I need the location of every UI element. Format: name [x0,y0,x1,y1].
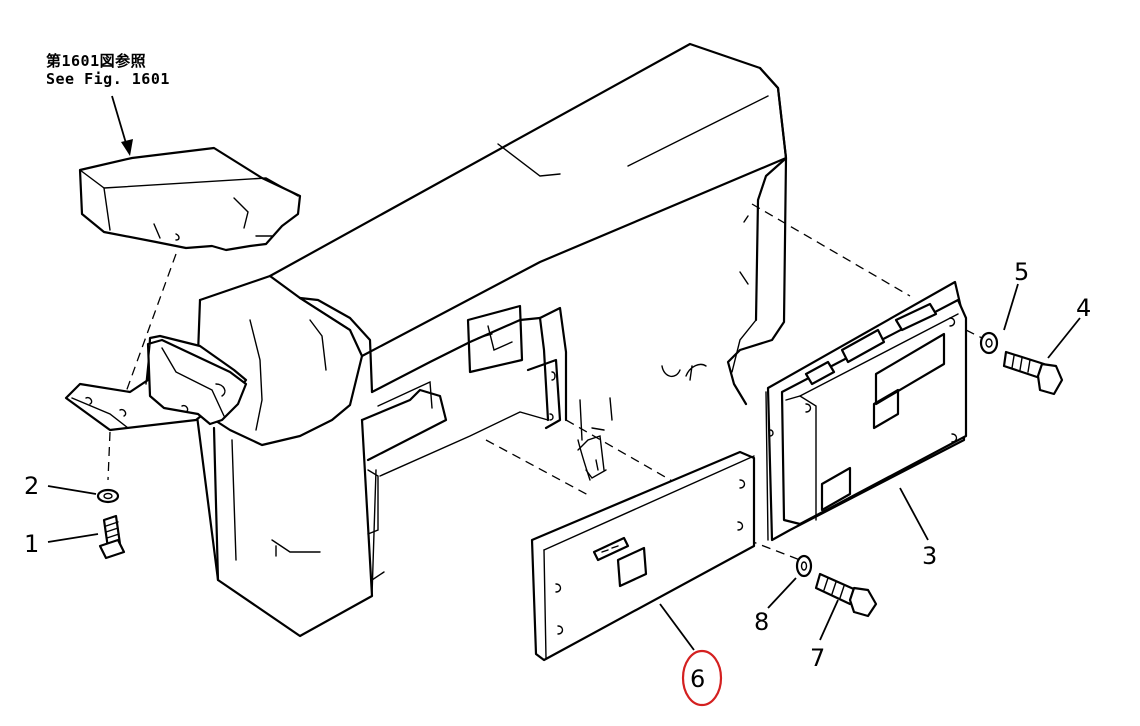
bolt-4 [1002,350,1064,396]
callout-6: 6 [690,665,705,693]
washer-8 [795,554,813,578]
washer-5 [979,331,999,355]
callout-1: 1 [24,530,39,558]
reference-note-en: See Fig. 1601 [46,70,170,88]
washer-2 [96,488,120,504]
callout-2: 2 [24,472,39,500]
bolt-1 [98,514,126,560]
reference-arrow [111,95,133,156]
highlight-circle [681,649,723,707]
callout-7: 7 [810,644,825,672]
console-frame [194,42,788,638]
top-cover [78,146,302,252]
callout-3: 3 [922,542,937,570]
controller-unit [765,280,968,542]
callout-8: 8 [754,608,769,636]
callout-4: 4 [1076,294,1091,322]
callout-5: 5 [1014,258,1029,286]
bolt-7 [814,572,878,618]
reference-note: 第1601図参照 See Fig. 1601 [46,52,170,88]
panel-part-6 [530,450,756,662]
leader-lines [47,283,1081,651]
mount-bracket [64,334,248,432]
reference-note-jp: 第1601図参照 [46,52,147,70]
